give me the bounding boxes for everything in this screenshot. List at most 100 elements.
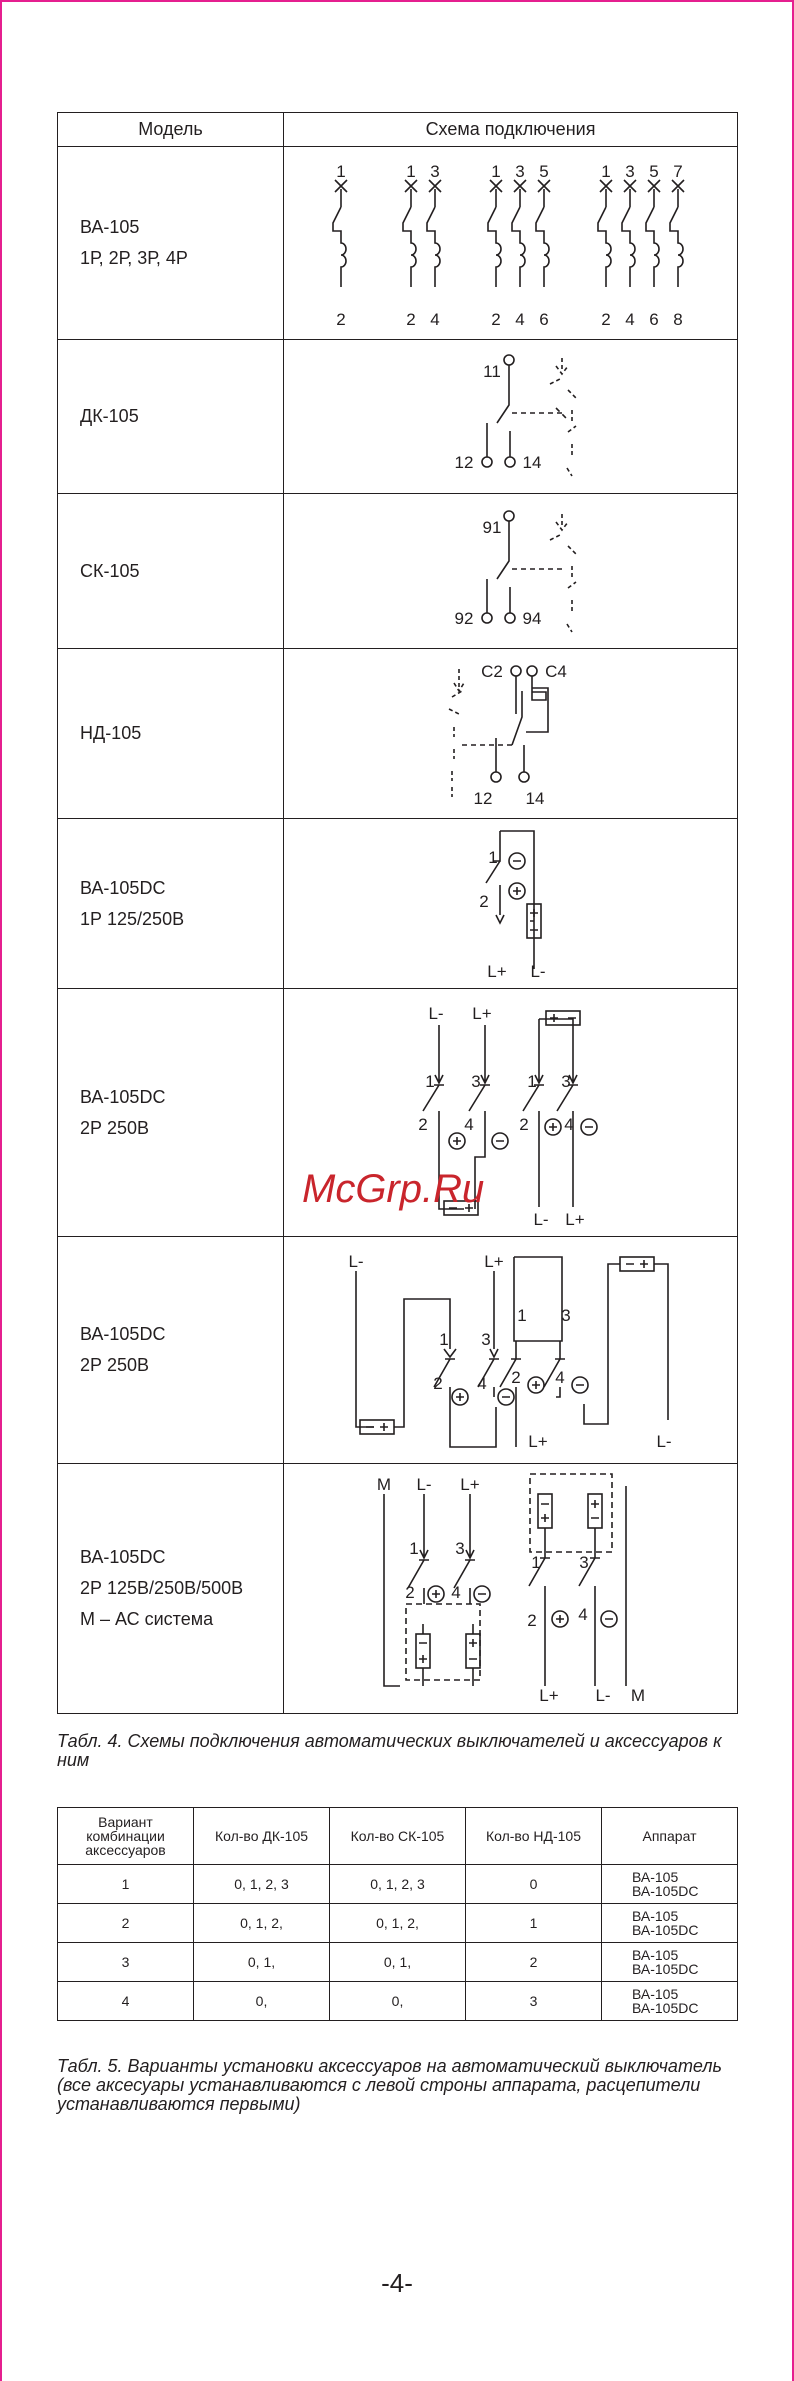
model-name: ВА-105DC <box>80 1086 166 1107</box>
sk-count-cell: 0, <box>329 1981 466 2021</box>
model-cell: СК-105 <box>57 493 284 649</box>
pole-label: M <box>377 1475 391 1494</box>
model-name: ВА-105DC <box>80 1547 166 1567</box>
variant-cell: 1 <box>57 1864 194 1904</box>
table-row: ВА-105DC 1Р 125/250В 1 2 L+ L- <box>57 818 738 989</box>
terminal-label: 2 <box>405 1583 414 1602</box>
model-name: ДК-105 <box>80 406 139 426</box>
terminal-label: 91 <box>483 518 502 537</box>
model-variant: 2Р 125В/250В/500В <box>80 1578 244 1598</box>
terminal-label: 14 <box>526 789 545 808</box>
va105-pole-group <box>597 179 685 287</box>
dk-count-cell: 0, 1, 2, <box>193 1903 330 1943</box>
terminal-label: C2 <box>481 662 503 681</box>
pole-label: L+ <box>539 1686 558 1705</box>
table-row: ВА-105 1Р, 2Р, 3Р, 4Р <box>57 146 738 340</box>
terminal-label: C4 <box>545 662 567 681</box>
pole-label: L+ <box>487 962 506 981</box>
va105dc-1p-scheme-diagram: 1 2 L+ L- <box>479 830 546 981</box>
table-row: СК-105 91 92 94 <box>57 493 738 649</box>
model-variant: 2Р 250В <box>80 1117 150 1138</box>
model-cell: ДК-105 <box>57 339 284 494</box>
pole-label: L- <box>656 1432 671 1451</box>
terminal-label: 4 <box>477 1374 486 1393</box>
terminal-label: 2 <box>511 1368 520 1387</box>
table5-caption: Табл. 5. Варианты установки аксессуаров … <box>57 2056 722 2114</box>
model-name: ВА-105 <box>80 217 140 237</box>
terminal-label: 2 <box>433 1374 442 1393</box>
model-cell: ВА-105DC 2Р 250В <box>57 988 284 1237</box>
device-name: ВА-105 <box>632 1947 679 1963</box>
terminal-label: 92 <box>455 609 474 628</box>
terminal-label: 4 <box>515 310 524 329</box>
nd105-scheme-diagram: C2 C4 12 14 <box>448 662 567 808</box>
terminal-label: 4 <box>564 1115 573 1134</box>
pole-label: L- <box>416 1475 431 1494</box>
dk-count-cell: 0, <box>193 1981 330 2021</box>
scheme-cell: M L- L+ 1 3 2 4 1 3 2 4 L+ L- M <box>283 1463 738 1714</box>
pole-label: L+ <box>565 1210 584 1229</box>
table-row: ВА-105DC 2Р 250В L- L+ 1 <box>57 988 738 1237</box>
va105-pole-group <box>487 179 551 287</box>
terminal-label: 2 <box>519 1115 528 1134</box>
model-variant: М – АС система <box>80 1609 214 1629</box>
model-variant: 1Р 125/250В <box>80 908 185 929</box>
table-header-row: Модель Схема подключения <box>57 112 738 147</box>
terminal-label: 3 <box>579 1553 588 1572</box>
terminal-label: 8 <box>673 310 682 329</box>
terminal-label: 5 <box>539 162 548 181</box>
terminal-label: 1 <box>527 1072 536 1091</box>
sk105-scheme-diagram: 91 92 94 <box>455 510 577 633</box>
terminal-label: 4 <box>625 310 634 329</box>
pole-label: L- <box>595 1686 610 1705</box>
va105-pole-group <box>402 179 442 287</box>
terminal-label: 4 <box>464 1115 473 1134</box>
scheme-cell: 91 92 94 <box>283 493 738 649</box>
terminal-label: 4 <box>555 1368 564 1387</box>
terminal-label: 1 <box>406 162 415 181</box>
terminal-label: 1 <box>336 162 345 181</box>
terminal-label: 1 <box>491 162 500 181</box>
table-header-row: Вариант комбинации аксессуаров Кол-во ДК… <box>57 1807 738 1865</box>
terminal-label: 94 <box>523 609 542 628</box>
dk-count-cell: 0, 1, <box>193 1942 330 1982</box>
model-cell: ВА-105DC 2Р 250В <box>57 1236 284 1464</box>
terminal-label: 12 <box>455 453 474 472</box>
pole-label: M <box>631 1686 645 1705</box>
header-sk-count: Кол-во СК-105 <box>329 1807 466 1865</box>
table-row: ВА-105DC 2Р 250В L- L+ <box>57 1236 738 1464</box>
terminal-label: 2 <box>479 892 488 911</box>
terminal-label: 3 <box>625 162 634 181</box>
pole-label: L- <box>533 1210 548 1229</box>
terminal-label: 1 <box>409 1539 418 1558</box>
model-variant: 2Р 250В <box>80 1355 150 1375</box>
pole-label: L+ <box>484 1252 503 1271</box>
page-border-left <box>0 0 2 2381</box>
scheme-cell: 1 2 L+ L- <box>283 818 738 989</box>
nd-count-cell: 0 <box>465 1864 602 1904</box>
pole-label: L- <box>348 1252 363 1271</box>
terminal-label: 4 <box>451 1583 460 1602</box>
header-scheme: Схема подключения <box>283 112 738 147</box>
terminal-label: 3 <box>430 162 439 181</box>
table-row: НД-105 C2 C4 12 14 <box>57 648 738 819</box>
terminal-label: 1 <box>439 1330 448 1349</box>
model-cell: НД-105 <box>57 648 284 819</box>
terminal-label: 3 <box>561 1072 570 1091</box>
terminal-label: 2 <box>527 1611 536 1630</box>
model-name: НД-105 <box>80 723 142 743</box>
dk-count-cell: 0, 1, 2, 3 <box>193 1864 330 1904</box>
va105dc-2p-multi-voltage-scheme: M L- L+ 1 3 2 4 1 3 2 4 L+ L- M <box>377 1473 645 1705</box>
page-number: -4- <box>381 2268 413 2298</box>
terminal-label: 1 <box>488 848 497 867</box>
model-variant: 1Р, 2Р, 3Р, 4Р <box>80 248 188 268</box>
terminal-label: 3 <box>481 1330 490 1349</box>
scheme-cell: C2 C4 12 14 <box>283 648 738 819</box>
terminal-label: 2 <box>406 310 415 329</box>
